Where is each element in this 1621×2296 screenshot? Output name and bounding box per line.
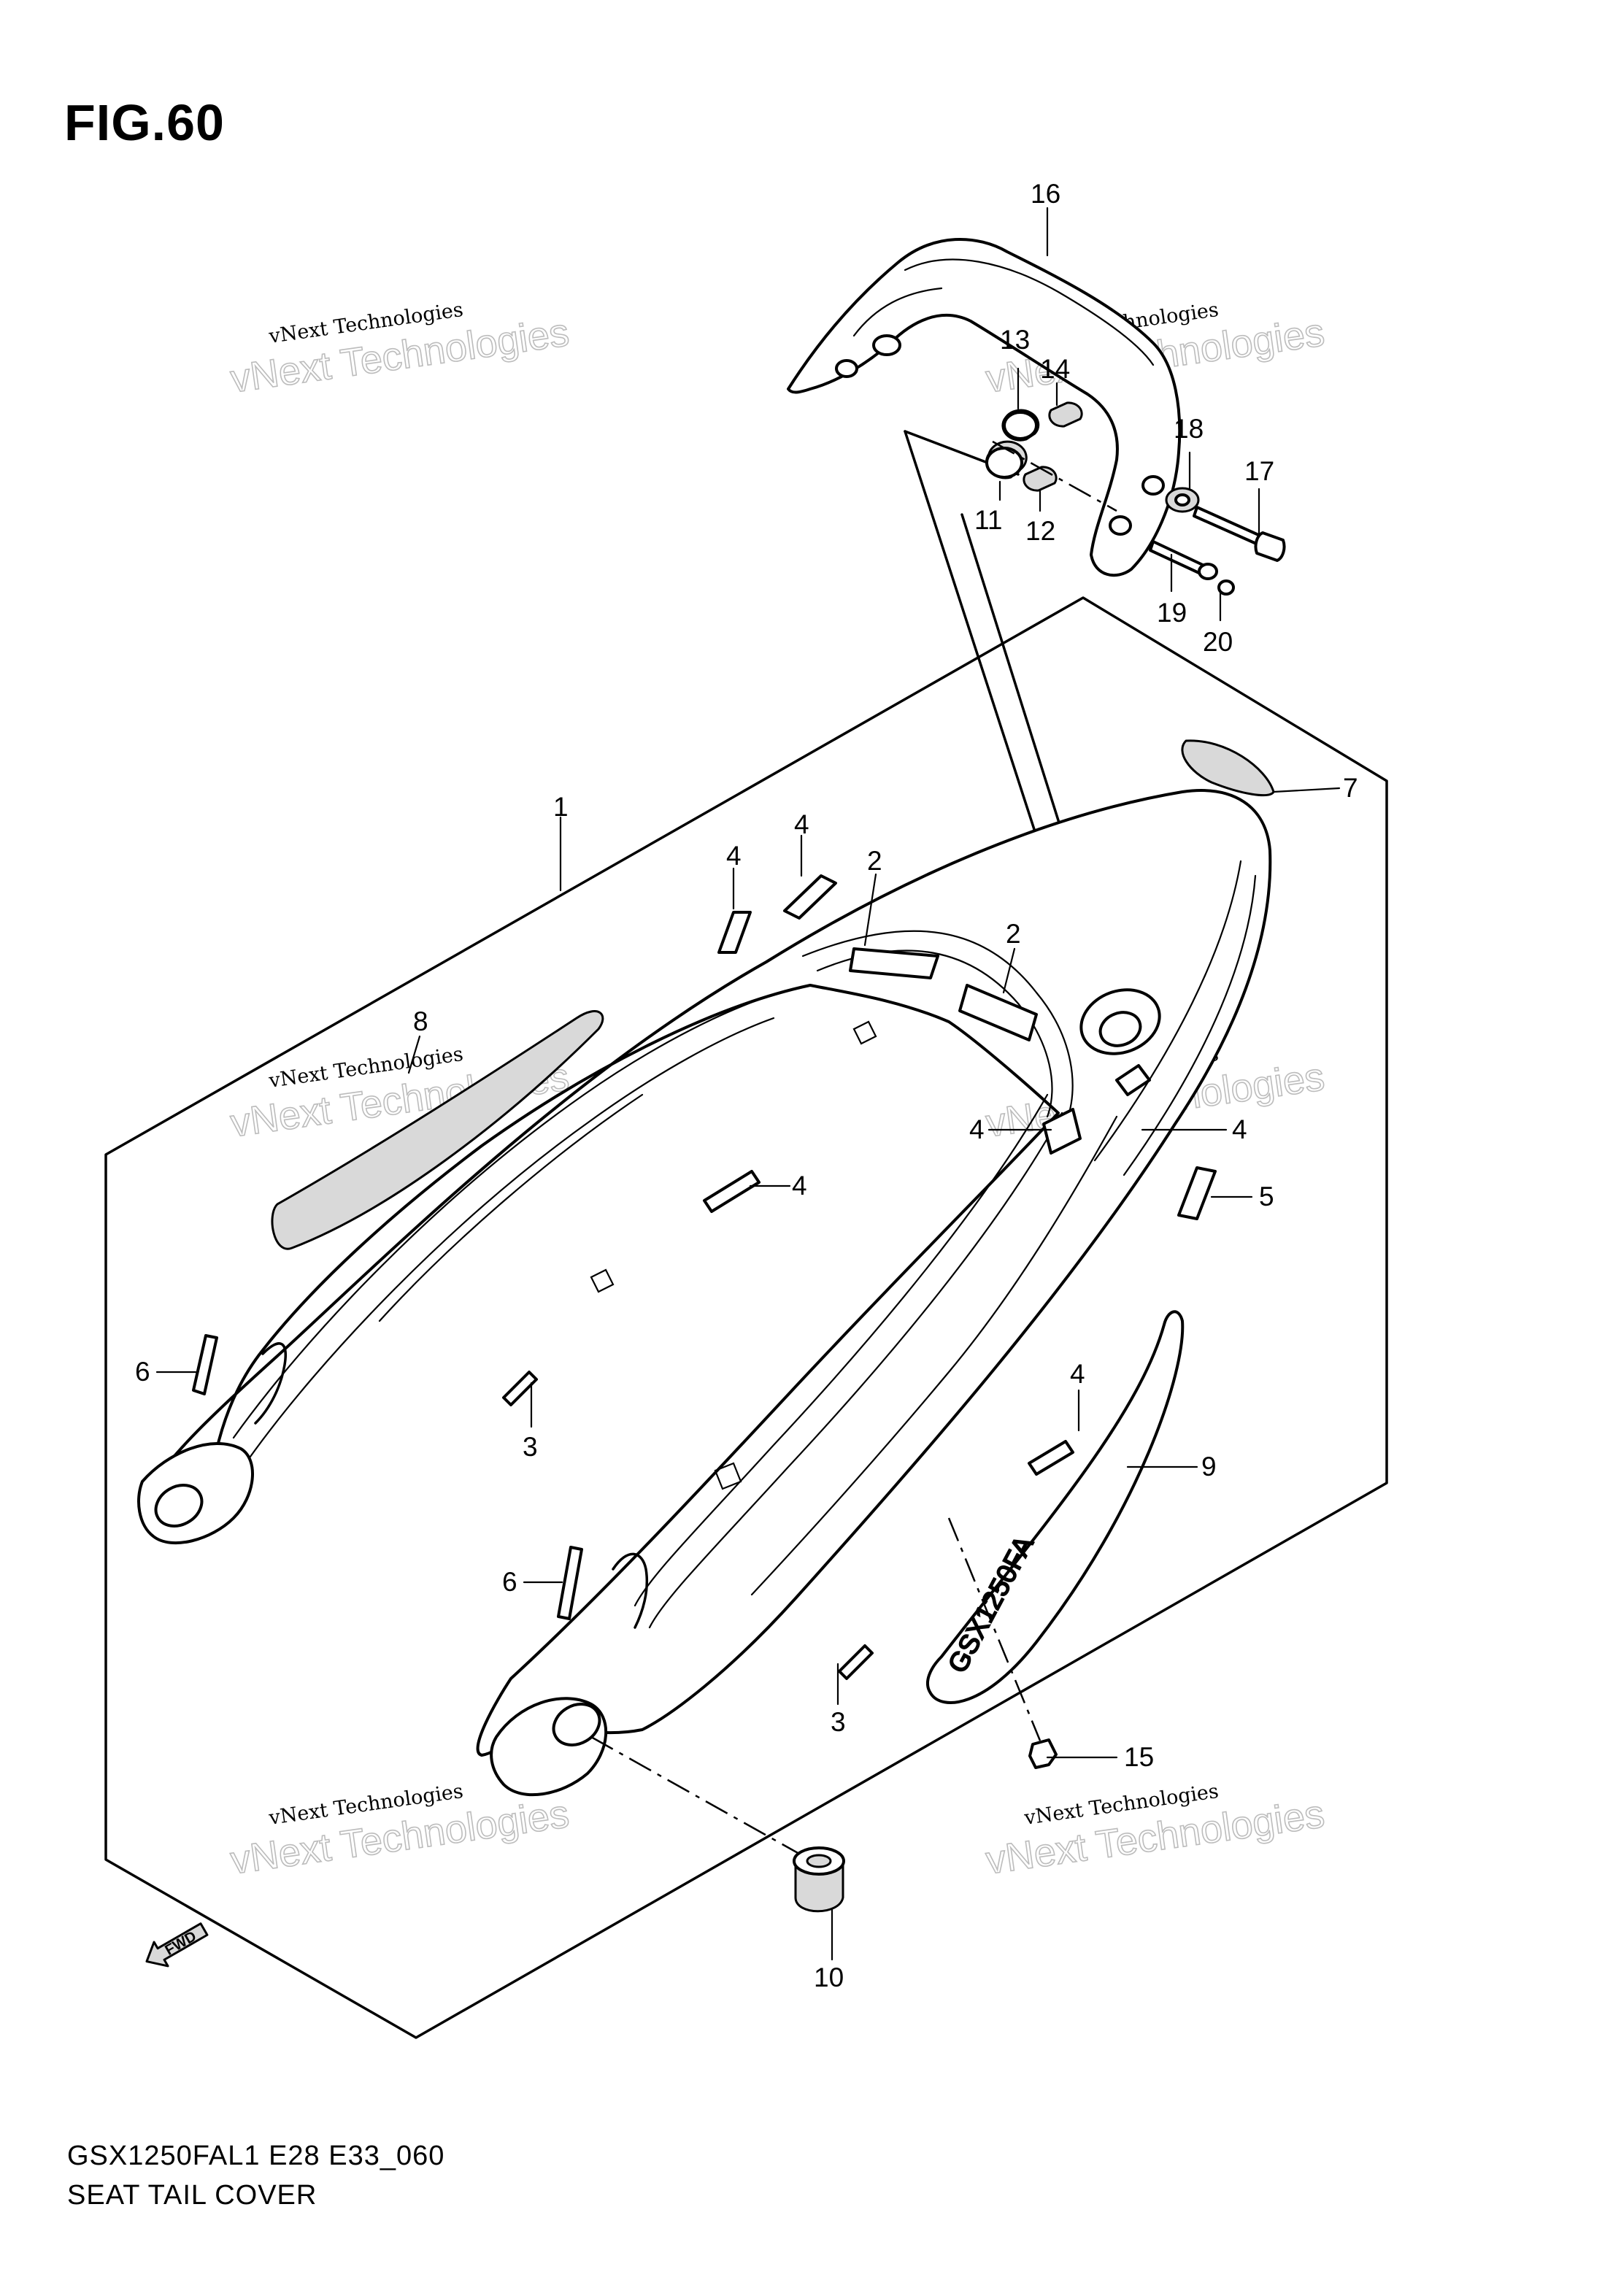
tail-cowl-outer <box>141 789 1272 1757</box>
callout-4: 4 <box>792 1171 807 1201</box>
callout-12: 12 <box>1025 516 1055 546</box>
callout-19: 19 <box>1157 598 1187 628</box>
callout-10: 10 <box>814 1962 844 1992</box>
callout-7: 7 <box>1343 773 1358 803</box>
callout-14: 14 <box>1040 354 1070 384</box>
rear-badge-7 <box>1181 739 1275 797</box>
leader-lines <box>155 207 1341 1961</box>
decal-2 <box>958 984 1038 1041</box>
callout-20: 20 <box>1203 627 1233 657</box>
bolt-19 <box>1149 540 1206 576</box>
assembly-boundary <box>104 596 1388 2039</box>
decal-6 <box>557 1546 583 1620</box>
callout-2: 2 <box>1006 919 1021 949</box>
decal-5 <box>1177 1166 1217 1220</box>
fasteners <box>1149 487 1286 596</box>
assembly-name: SEAT TAIL COVER <box>67 2180 317 2211</box>
callout-4: 4 <box>1070 1359 1085 1389</box>
grab-handle <box>787 238 1182 577</box>
callout-3: 3 <box>523 1432 538 1462</box>
stripe-decal-8 <box>271 1010 604 1250</box>
decal-3 <box>838 1644 874 1680</box>
callout-18: 18 <box>1174 414 1204 444</box>
forward-direction-arrow: FWD <box>145 1922 209 1968</box>
callout-4: 4 <box>1232 1114 1247 1144</box>
callout-8: 8 <box>413 1006 428 1036</box>
callout-1: 1 <box>553 792 569 822</box>
callout-4: 4 <box>794 809 809 839</box>
callout-5: 5 <box>1259 1182 1274 1211</box>
callout-16: 16 <box>1031 179 1060 209</box>
assembly-axis <box>992 440 1117 512</box>
grommet-10 <box>793 1846 845 1913</box>
callout-2: 2 <box>867 846 882 876</box>
assembly-axis <box>947 1517 1041 1741</box>
decal-4 <box>783 874 837 920</box>
callout-labels: 1 2 2 3 3 4 4 4 4 4 4 5 6 6 7 8 9 10 11 … <box>135 179 1358 1992</box>
decal-4 <box>717 911 752 954</box>
callout-15: 15 <box>1124 1742 1154 1772</box>
callout-11: 11 <box>974 505 1002 535</box>
decal-4 <box>1028 1440 1074 1476</box>
decal-3 <box>502 1371 538 1406</box>
decal-4 <box>703 1170 761 1213</box>
decal-2 <box>849 947 939 979</box>
decal-4 <box>1115 1064 1151 1096</box>
callout-9: 9 <box>1201 1452 1217 1482</box>
nut-20 <box>1217 579 1235 596</box>
callout-4: 4 <box>726 841 742 871</box>
callout-17: 17 <box>1244 456 1274 486</box>
fwd-label: FWD <box>162 1928 199 1959</box>
callout-6: 6 <box>502 1567 517 1597</box>
callout-3: 3 <box>831 1707 846 1737</box>
side-badge-9 <box>926 1310 1185 1704</box>
screw-15 <box>1028 1738 1058 1769</box>
callout-4: 4 <box>969 1114 985 1144</box>
decal-6 <box>192 1334 218 1395</box>
assembly-axis <box>590 1736 800 1855</box>
callout-6: 6 <box>135 1357 150 1387</box>
model-code: GSX1250FAL1 E28 E33_060 <box>67 2141 445 2171</box>
figure-title: FIG.60 <box>64 94 225 151</box>
callout-13: 13 <box>1000 325 1030 355</box>
decal-4 <box>1042 1108 1082 1155</box>
seat-tail-cover <box>137 789 1272 1797</box>
